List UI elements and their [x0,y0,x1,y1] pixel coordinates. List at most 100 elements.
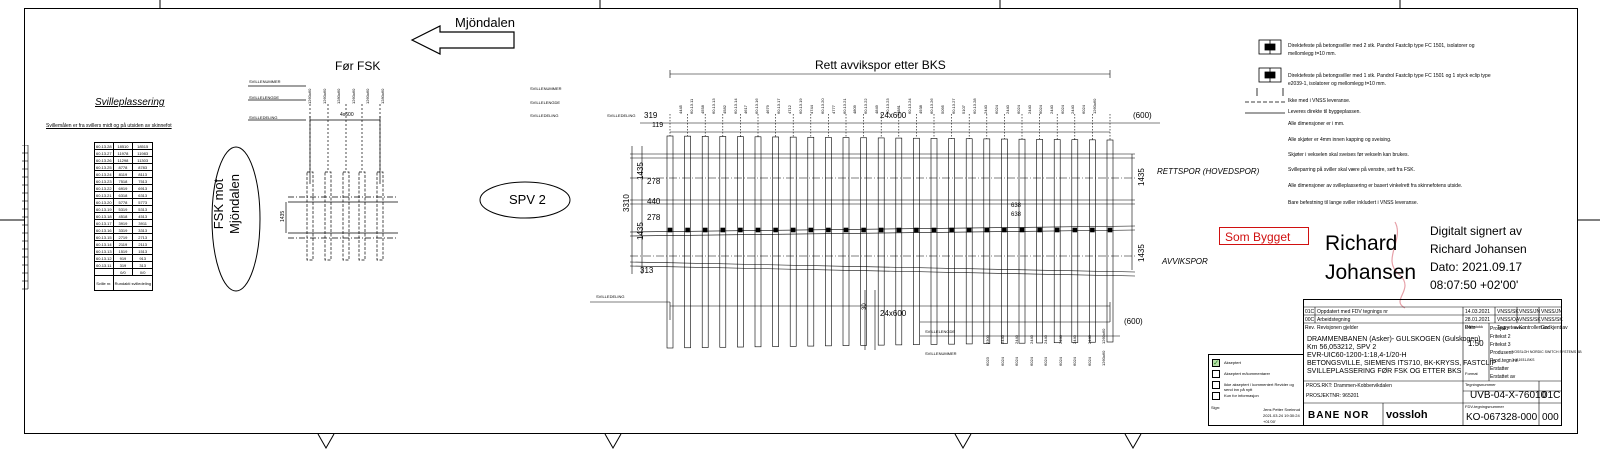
after-bks-svillenummer: 4617 [743,105,749,114]
after-bks-label-svillenummer: SVILLENUMMER [530,86,562,91]
table-cell: 60.13.18 [94,212,114,220]
table-cell: 18515 [132,142,154,150]
table-cell: 8778 [112,163,134,171]
title-field-value: 3-111931-BKS [1512,358,1535,362]
fdv-label: FDV-tegningsnummer [1465,404,1504,409]
table-cell: 6313 [132,191,154,199]
table-cell: 6919 [112,184,134,192]
table-cell: 11983 [132,149,154,157]
table-cell: 3319 [112,226,134,234]
title-field-value: VOSSLOH NORDIC SWITCH SYSTEMS AB [1512,350,1582,354]
table-cell: 2713 [132,233,154,241]
status-checkbox[interactable]: ✓ [1212,359,1220,367]
table-cell: 60.13.23 [94,177,114,185]
after-bks-svillenummer: 60.13.22 [863,98,869,114]
status-item-label: Kun for informasjon [1224,393,1259,398]
som-bygget-label: Som Bygget [1225,230,1291,244]
legend-line-dashed: Ikke med i VNSS leveranse. [1288,98,1351,104]
bottom-length: 2440 [1057,335,1063,344]
table-cell: 60.13.14 [94,240,114,248]
after-bks-svillenummer: 60.13.17 [776,98,782,114]
after-bks-svillenummer: 5107 [961,105,967,114]
bottom-length: 2440 [1014,335,1019,344]
spv-ellipse [479,181,571,219]
after-bks-svillenummer: 6024 [994,105,1000,114]
after-bks-svillenummer: 4679 [765,105,771,114]
legend-line-solid: Leveres direkte til byggeplassen. [1288,109,1361,115]
after-bks-svillenummer: 6024 [1059,105,1065,114]
after-bks-svillenummer: 1260x60 [1092,98,1098,114]
revision-approved: VNSS/SK [1541,317,1563,323]
title-block-grid [1303,306,1562,426]
revision-rev: 01C [1305,309,1315,315]
table-cell: 6318 [112,191,134,199]
table-cell: 11303 [132,156,154,164]
status-box [1208,354,1304,426]
table-cell: 4513 [132,212,154,220]
table-cell: 6913 [132,184,154,192]
table-cell: 60.13.15 [94,233,114,241]
dim-1435a: 1435 [636,162,645,180]
status-checkbox[interactable] [1212,370,1220,378]
table-cell: 2719 [112,233,134,241]
spv-label: SPV 2 [509,192,546,207]
svilleplassering-subtitle: Svillemålen er fra svillers midt og på u… [46,123,172,129]
revision-date: 28.01.2021 [1465,317,1491,323]
table-cell: 7518 [112,177,134,185]
revision-date: 14.03.2021 [1465,309,1491,315]
table-cell: 7513 [132,177,154,185]
bottom-number: 6024 [1028,357,1034,366]
after-bks-svillenummer: 60.13.11 [688,98,694,114]
status-checkbox[interactable] [1212,381,1220,389]
bottom-label-svillelengde: SVILLELENGDE [925,329,956,334]
revision-checked: VNSS/JN [1519,309,1541,315]
avvikspor-label: AVVIKSPOR [1162,257,1208,266]
after-bks-svillenummer: 60.13.27 [950,98,956,114]
table-cell: 3313 [132,226,154,234]
bottom-length: 2440 [1028,335,1034,344]
title-line-3: EVR-UIC60-1200-1:18,4-1/20-H [1307,352,1407,359]
title-text: DRAMMENBANEN (Asker)- GULSKOGEN (Gulskog… [1307,336,1496,376]
format-label: Format [1465,371,1478,376]
before-fsk-sleeper-text: 1280x60 [336,88,341,104]
dim-600-bottom: (600) [1124,317,1143,326]
table-cell: 2119 [112,240,134,248]
legend-item-2: Direktefeste på betongsviller med 1 stk.… [1288,73,1491,87]
table-cell: 4518 [112,212,134,220]
after-bks-svillenummer: 5095 [939,105,945,114]
legend-item-1: Direktefeste på betongsviller med 2 stk.… [1288,43,1475,57]
table-cell: 11298 [112,156,134,164]
status-item-label: Akseptert m/kommentarer [1224,371,1271,376]
fdv-revision: 000 [1542,412,1559,423]
fdv-number: KO-067328-000 [1466,412,1538,423]
sign-label: Sign: [1211,405,1221,410]
after-bks-svillenummer: 60.13.20 [819,98,825,114]
table-cell: 5313 [132,205,154,213]
bottom-number: 1260x60 [1101,350,1106,366]
status-item-label: Akseptert [1224,360,1241,365]
bottom-length: 2300 [985,335,990,344]
bottom-number: 6024 [1086,357,1092,366]
note-3: Skjøter i vekselen skal sveises før veks… [1288,152,1409,158]
signature-mark [1391,221,1406,309]
title-line-4: BETONGSVILLE, SIEMENS ITS710, BK-KRYSS, … [1307,360,1497,367]
title-line-5: SVILLEPLASSERING FØR FSK OG ETTER BKS [1307,368,1462,375]
bane-nor-logo: BANE NOR [1308,410,1370,421]
signer-date: 2021.03.24 19:30:24 [1263,413,1300,418]
title-line-2: Km 56,053212, SPV 2 [1307,344,1377,351]
signature-text-3: Dato: 2021.09.17 [1430,260,1523,274]
fastening-symbols [1256,39,1284,96]
revision-text: Revisjonen gjelder [1317,325,1359,331]
status-checkbox[interactable] [1212,392,1220,400]
signer-tz: +01'00' [1263,419,1276,424]
after-bks-svillenummer: 60.13.14 [732,98,738,114]
bottom-number: 6024 [1043,357,1048,366]
after-bks-svillenummer: 60.13.26 [928,98,934,114]
